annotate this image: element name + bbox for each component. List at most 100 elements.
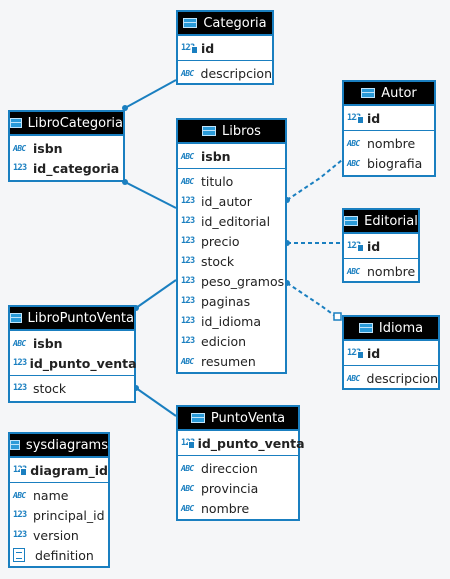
entity-header: sysdiagrams [10, 434, 108, 458]
text-type-icon: ABC [347, 158, 360, 168]
column-row[interactable]: definition [10, 545, 108, 565]
numeric-type-icon: 123 [13, 530, 27, 540]
numeric-type-icon: 123 [181, 236, 195, 246]
table-icon [10, 440, 20, 450]
text-type-icon: ABC [347, 373, 360, 383]
link-categoria-librocategoria [124, 79, 177, 109]
text-type-icon: ABC [181, 151, 194, 161]
entity-title: LibroPuntoVenta [27, 310, 134, 326]
text-type-icon: ABC [13, 143, 26, 153]
numeric-key-icon: 123 [347, 113, 364, 124]
text-type-icon: ABC [181, 483, 194, 493]
table-icon [361, 88, 376, 98]
table-icon [202, 126, 217, 136]
numeric-type-icon: 123 [181, 316, 195, 326]
entity-title: LibroCategoria [27, 115, 123, 131]
text-type-icon: ABC [181, 176, 194, 186]
numeric-key-icon: 123 [13, 465, 28, 476]
numeric-type-icon: 123 [181, 336, 195, 346]
text-type-icon: ABC [181, 463, 194, 473]
numeric-type-icon: 123 [181, 276, 195, 286]
entity-header: Libros [178, 120, 285, 144]
entity-header: Categoria [178, 12, 272, 36]
entity-header: Editorial [344, 210, 418, 234]
text-type-icon: ABC [181, 356, 194, 366]
table-icon [344, 216, 359, 226]
text-type-icon: ABC [13, 490, 26, 500]
numeric-key-icon: 123 [347, 348, 364, 359]
text-type-icon: ABC [13, 338, 26, 348]
entity-title: sysdiagrams [25, 437, 108, 453]
table-icon [358, 323, 373, 333]
numeric-type-icon: 123 [13, 510, 27, 520]
text-type-icon: ABC [181, 68, 194, 78]
text-type-icon: ABC [347, 266, 360, 276]
table-icon [190, 413, 205, 423]
table-icon [10, 118, 22, 128]
link-libros-idioma [286, 282, 339, 319]
table-icon [10, 313, 22, 323]
numeric-type-icon: 123 [181, 256, 195, 266]
numeric-key-icon: 123 [347, 241, 364, 252]
entity-title: Libros [222, 123, 261, 139]
link-libropuntoventa-puntoventa [135, 387, 177, 417]
numeric-key-icon: 123 [181, 438, 195, 449]
entity-header: PuntoVenta [178, 407, 298, 431]
binary-type-icon [13, 548, 25, 562]
numeric-type-icon: 123 [181, 296, 195, 306]
entity-title: Idioma [378, 320, 424, 336]
table-icon [183, 18, 198, 28]
entity-header: Idioma [344, 317, 438, 341]
numeric-type-icon: 123 [13, 358, 27, 368]
entity-header: Autor [344, 82, 434, 106]
entity-title: PuntoVenta [210, 410, 286, 426]
text-type-icon: ABC [181, 503, 194, 513]
link-libros-libropuntoventa [135, 279, 177, 309]
numeric-type-icon: 123 [13, 163, 27, 173]
link-libros-librocategoria [124, 181, 177, 209]
entity-header: LibroPuntoVenta [10, 307, 134, 331]
